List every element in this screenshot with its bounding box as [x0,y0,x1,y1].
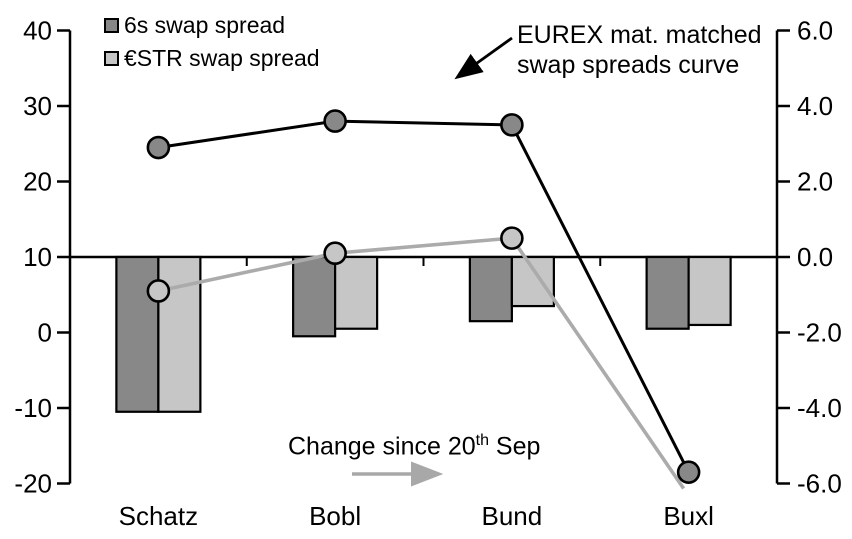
eurex-annotation: EUREX mat. matched swap spreads curve [517,20,762,80]
legend: 6s swap spread €STR swap spread [104,14,320,80]
legend-label-6s: 6s swap spread [124,12,286,38]
left-axis-tick-label: 10 [23,242,52,272]
right-axis-tick-label: 4.0 [797,91,833,121]
sixs-curve-marker-bund [500,113,524,137]
left-axis-tick-label: 0 [38,318,52,348]
bar-estr-bund [510,255,555,308]
bar-estr-schatz [157,255,202,413]
legend-item-6s: 6s swap spread [104,12,320,38]
bar-6s-bobl [292,255,337,338]
legend-swatch-estr-icon [104,50,119,66]
change-since-text-suffix: Sep [488,432,541,461]
right-axis-tick-label: -4.0 [797,393,842,423]
x-axis-label-bund: Bund [482,501,543,531]
eurex-annotation-arrow-icon [454,36,513,80]
right-axis-tick-label: -6.0 [797,469,842,499]
bar-estr-bobl [334,255,379,330]
right-axis-tick-label: 2.0 [797,167,833,197]
sixs-curve-line [158,119,690,473]
legend-swatch-6s-icon [104,17,119,33]
eurex-annotation-line1: EUREX mat. matched [517,21,762,49]
x-axis-label-buxl: Buxl [663,501,714,531]
estr-curve-line [157,236,686,490]
x-axis-label-bobl: Bobl [309,501,361,531]
left-axis-tick-label: -10 [14,393,52,423]
bar-6s-buxl [645,255,690,330]
left-axis-tick-label: 30 [23,91,52,121]
sixs-curve-marker-buxl [676,460,701,484]
right-axis-tick-label: 0.0 [797,242,833,272]
eurex-annotation-line2: swap spreads curve [517,51,740,79]
estr-curve-marker-bund [500,226,524,250]
left-axis-tick-label: 40 [23,16,52,46]
bar-6s-bund [468,255,513,323]
change-since-annotation: Change since 20th Sep [288,432,540,461]
bar-6s-schatz [115,255,160,413]
sixs-curve-marker-bobl [323,109,347,133]
change-since-text: Change since 20 [288,432,476,461]
right-axis-tick-label: -2.0 [797,318,842,348]
left-axis-tick-label: -20 [14,469,52,499]
right-axis-tick-label: 6.0 [797,16,833,46]
estr-curve-marker-schatz [146,279,171,303]
bar-estr-buxl [687,255,732,327]
legend-item-estr: €STR swap spread [104,45,320,71]
x-axis-label-schatz: Schatz [119,501,199,531]
estr-curve-marker-bobl [323,241,347,266]
sixs-curve-marker-schatz [146,135,171,160]
legend-label-estr: €STR swap spread [124,45,320,71]
left-axis-tick-label: 20 [23,167,52,197]
change-since-superscript: th [475,432,489,449]
